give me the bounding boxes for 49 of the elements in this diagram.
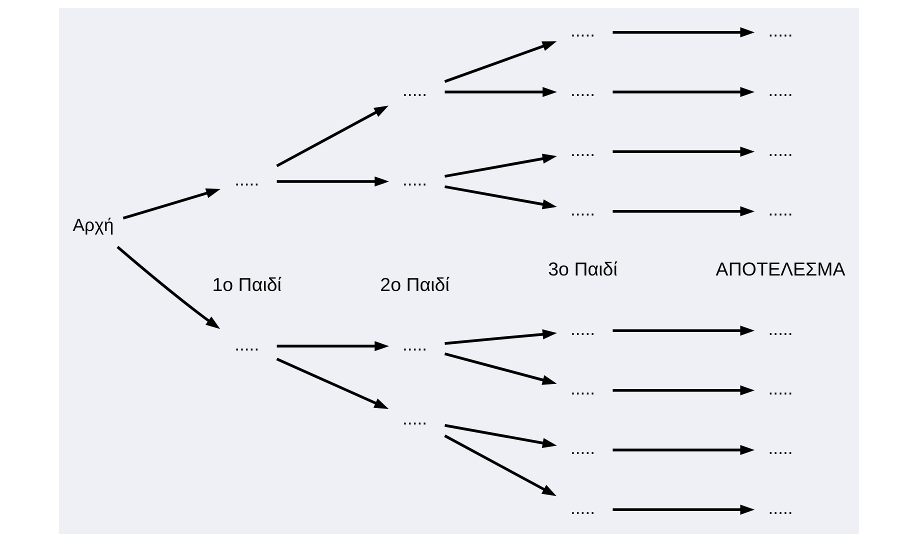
- arrow: [276, 106, 388, 168]
- node-text: .....: [570, 20, 595, 41]
- arrow: [612, 444, 754, 456]
- arrow: [444, 329, 556, 345]
- arrow: [444, 154, 556, 178]
- node-text: .....: [570, 200, 595, 220]
- node-text: .....: [768, 20, 792, 41]
- arrow: [612, 27, 754, 38]
- label: 1ο Παιδί: [212, 274, 281, 295]
- node-text: .....: [768, 80, 792, 100]
- arrow: [612, 326, 754, 336]
- arrow: [612, 86, 754, 98]
- node-text: .....: [768, 438, 792, 458]
- node-text: .....: [234, 170, 259, 190]
- node-text: .....: [768, 498, 792, 518]
- node-text: .....: [570, 80, 595, 100]
- arrow: [276, 176, 389, 187]
- label: 3ο Παιδί: [548, 258, 617, 280]
- arrow: [444, 424, 556, 448]
- arrow: [444, 434, 556, 496]
- arrow: [276, 341, 389, 352]
- arrow: [444, 185, 556, 210]
- arrow: [612, 206, 754, 216]
- node-text: .....: [402, 170, 427, 190]
- node-text: .....: [234, 334, 259, 354]
- arrow: [612, 504, 754, 515]
- node-text: Αρχή: [72, 215, 114, 235]
- node-text: .....: [570, 318, 595, 339]
- node-text: .....: [768, 378, 792, 399]
- node-text: .....: [768, 140, 792, 160]
- arrow: [612, 146, 754, 157]
- arrow: [444, 41, 556, 83]
- node-text: .....: [768, 200, 792, 220]
- arrow: [276, 358, 388, 409]
- arrow: [444, 352, 556, 385]
- node-text: .....: [402, 334, 427, 354]
- label: 2ο Παιδί: [380, 274, 449, 295]
- node-text: .....: [768, 318, 792, 339]
- node-text: .....: [570, 498, 595, 518]
- arrow: [444, 86, 557, 98]
- node-text: .....: [570, 438, 595, 458]
- arrow: [612, 385, 754, 396]
- node-text: .....: [570, 378, 595, 399]
- arrow: [122, 188, 220, 220]
- label: ΑΠΟΤΕΛΕΣΜΑ: [715, 258, 845, 280]
- node-text: .....: [570, 140, 595, 160]
- node-text: .....: [402, 80, 427, 100]
- node-text: .....: [402, 408, 427, 428]
- arrow: [116, 246, 220, 329]
